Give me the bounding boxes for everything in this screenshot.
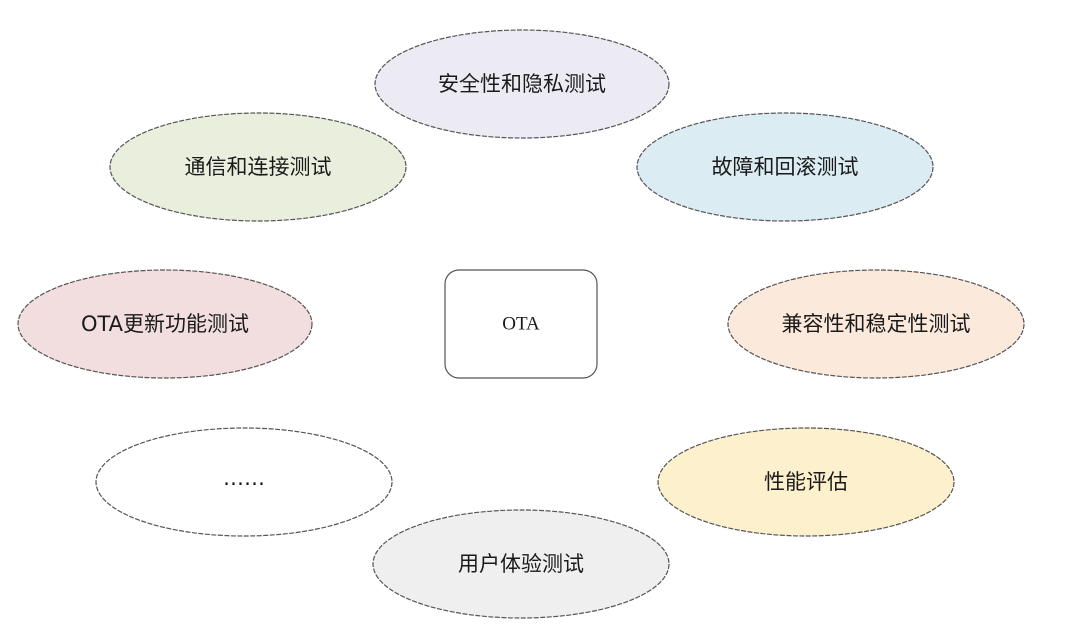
node-fault-rollback: 故障和回滚测试 [636, 112, 934, 222]
node-label: 用户体验测试 [458, 552, 584, 576]
node-update-function: OTA更新功能测试 [17, 269, 313, 379]
node-more: …… [95, 427, 393, 537]
node-label: 安全性和隐私测试 [438, 72, 606, 96]
ellipse-shape [372, 509, 670, 619]
ellipse-shape [17, 269, 313, 379]
node-security: 安全性和隐私测试 [374, 29, 670, 139]
node-label: …… [223, 466, 265, 490]
node-communication: 通信和连接测试 [109, 112, 407, 222]
node-label: 兼容性和稳定性测试 [782, 312, 971, 336]
ellipse-shape [109, 112, 407, 222]
center-box-shape [444, 269, 598, 379]
node-label: OTA更新功能测试 [81, 312, 249, 336]
node-compatibility: 兼容性和稳定性测试 [727, 269, 1025, 379]
ellipse-shape [95, 427, 393, 537]
ellipse-shape [636, 112, 934, 222]
node-label: 故障和回滚测试 [712, 155, 859, 179]
center-ota-box: OTA [444, 269, 598, 379]
ellipse-shape [657, 427, 955, 537]
node-label: 通信和连接测试 [185, 155, 332, 179]
ellipse-shape [727, 269, 1025, 379]
node-user-experience: 用户体验测试 [372, 509, 670, 619]
node-performance: 性能评估 [657, 427, 955, 537]
node-label: 性能评估 [764, 470, 848, 494]
ellipse-shape [374, 29, 670, 139]
center-label: OTA [502, 314, 540, 335]
